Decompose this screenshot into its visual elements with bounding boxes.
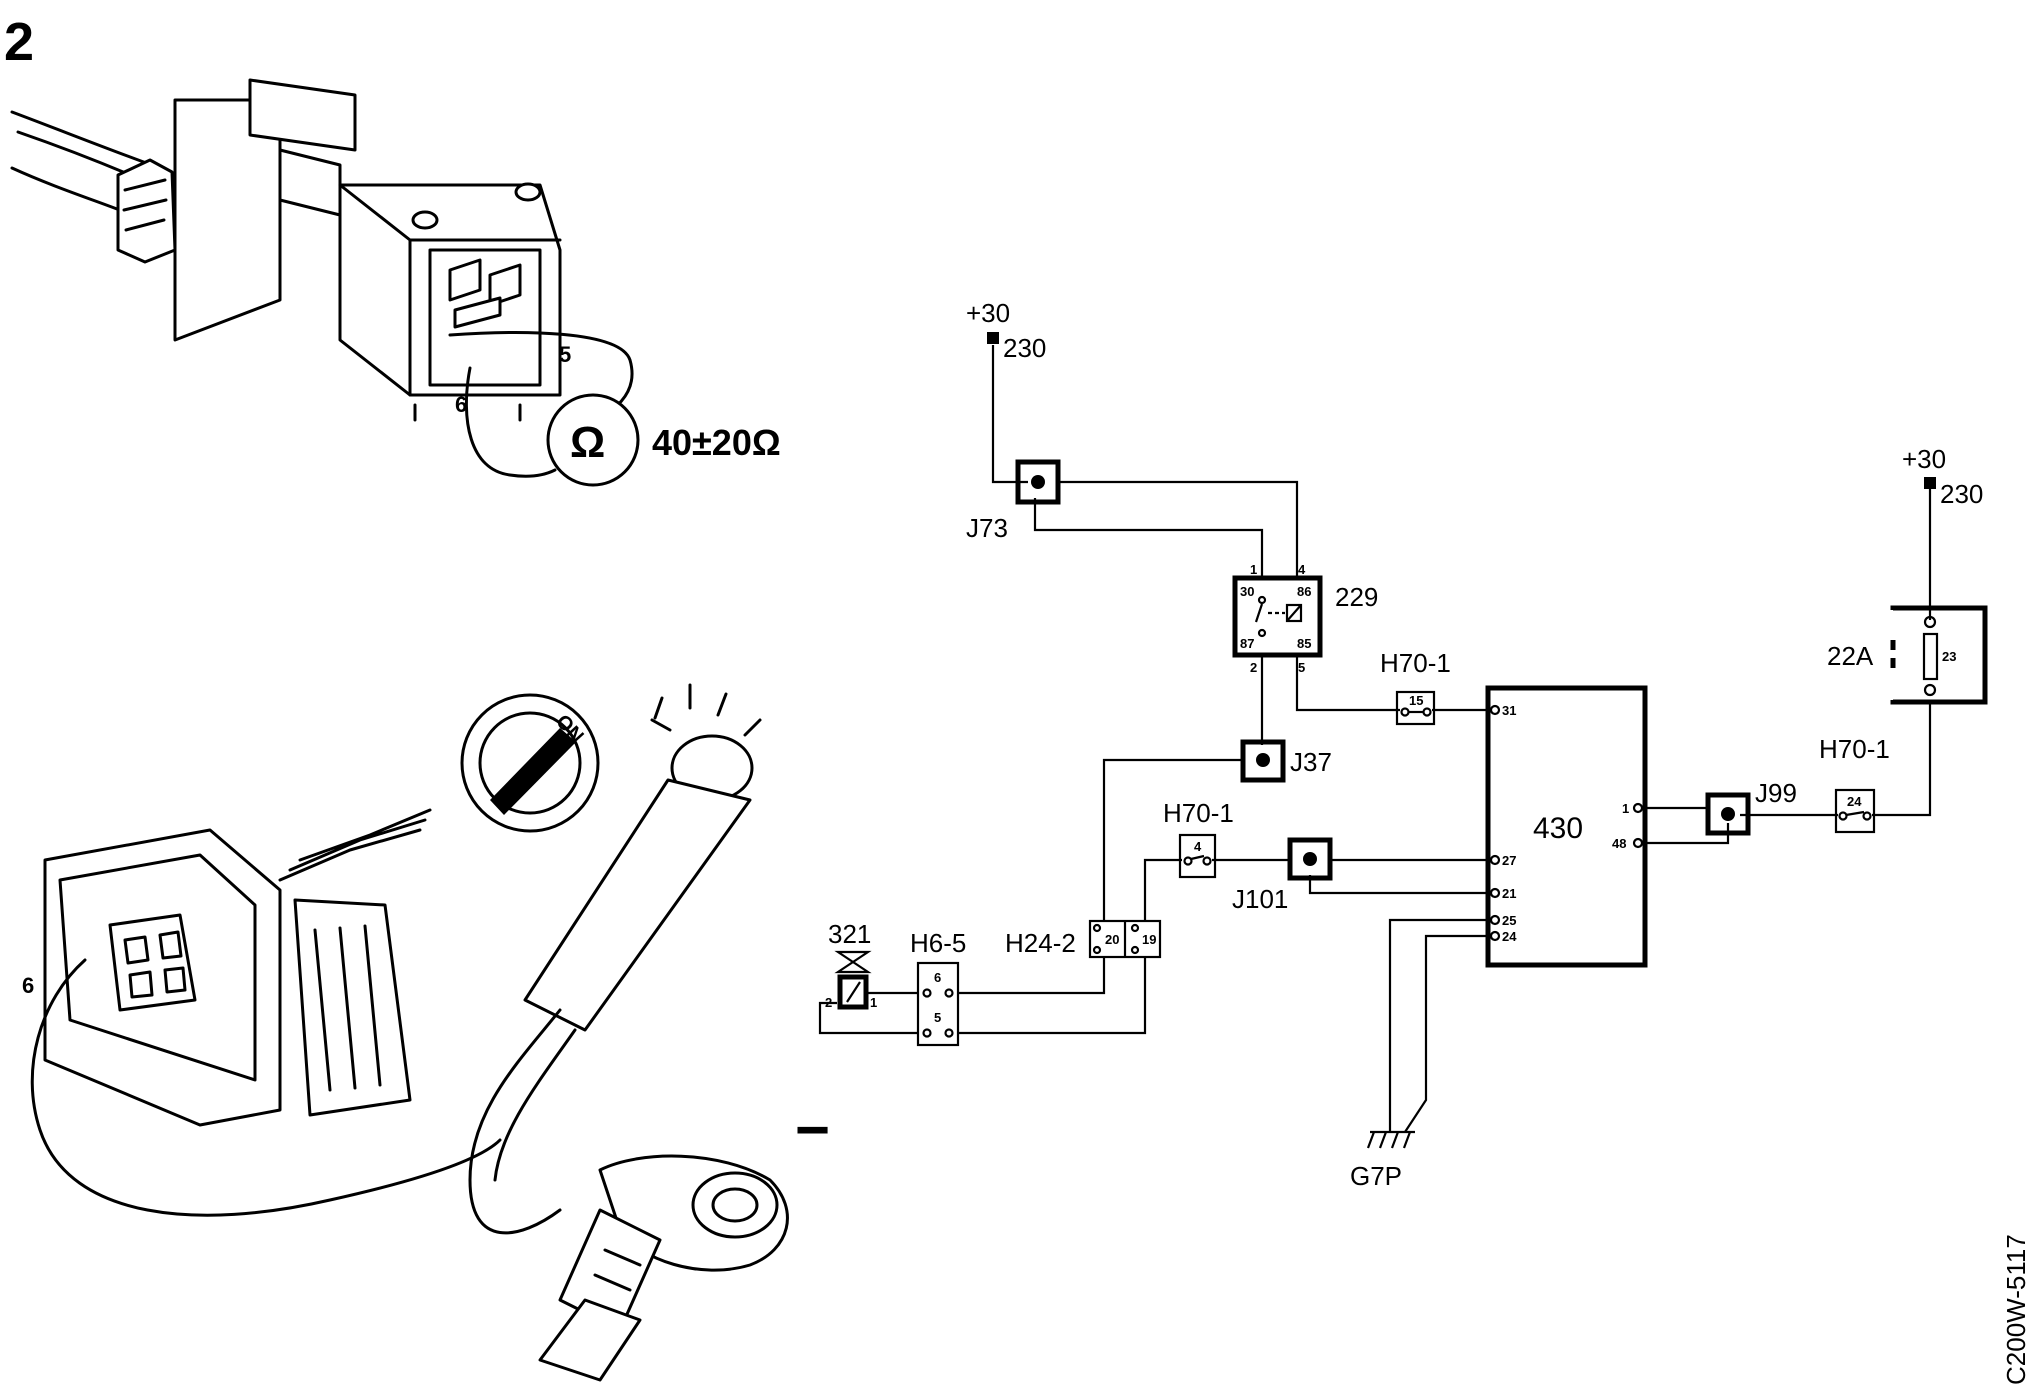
fuse-id: 22A bbox=[1827, 641, 1874, 671]
junction-j73-label: J73 bbox=[966, 513, 1008, 543]
junction-j99-label: J99 bbox=[1755, 778, 1797, 808]
relay-pin-2: 2 bbox=[1250, 660, 1257, 675]
figure-number: 2 bbox=[4, 12, 34, 72]
fuse-22a bbox=[1890, 605, 1988, 705]
supply-terminal-left bbox=[987, 332, 999, 344]
control-unit-pin-48: 48 bbox=[1612, 836, 1626, 851]
connector-h70-1-mid-pin: 4 bbox=[1194, 839, 1202, 854]
junction-j37-label: J37 bbox=[1290, 747, 1332, 777]
junction-j99 bbox=[1705, 792, 1751, 836]
control-unit-pin-1: 1 bbox=[1622, 801, 1629, 816]
ohmmeter-symbol: Ω bbox=[570, 418, 605, 467]
connector-h70-1-pin4 bbox=[1178, 833, 1217, 879]
connector-h70-1-pin24 bbox=[1834, 788, 1876, 834]
test-lamp-icon bbox=[468, 683, 762, 1235]
control-unit-pin-31: 31 bbox=[1502, 703, 1516, 718]
battery-terminal-icon bbox=[538, 1154, 789, 1382]
junction-j73 bbox=[1015, 459, 1061, 505]
connector-h70-1-mid-label: H70-1 bbox=[1163, 798, 1234, 828]
connector-h6-5 bbox=[916, 961, 960, 1047]
relay-terminal-85: 85 bbox=[1297, 636, 1311, 651]
relay-229 bbox=[1232, 575, 1323, 658]
ground-id: G7P bbox=[1350, 1161, 1402, 1191]
connector-h24-2-label: H24-2 bbox=[1005, 928, 1076, 958]
supply-left-voltage: +30 bbox=[966, 298, 1010, 328]
lower-connector-pin-6-label: 6 bbox=[22, 973, 34, 998]
ground-g7p-symbol bbox=[1366, 1130, 1415, 1149]
relay-pin-5: 5 bbox=[1298, 660, 1305, 675]
control-unit-pin-21: 21 bbox=[1502, 886, 1516, 901]
lower-connector-illustration bbox=[30, 808, 502, 1217]
supply-left-circuit: 230 bbox=[1003, 333, 1046, 363]
control-unit-pin-24: 24 bbox=[1502, 929, 1517, 944]
connector-measurement-illustration bbox=[10, 78, 640, 487]
connector-h6-5-label: H6-5 bbox=[910, 928, 966, 958]
resistance-value: 40±20Ω bbox=[652, 422, 781, 463]
fuse-number: 23 bbox=[1942, 649, 1956, 664]
connector-h6-5-pin6: 6 bbox=[934, 970, 941, 985]
connector-h70-1-top-label: H70-1 bbox=[1380, 648, 1451, 678]
junction-j37 bbox=[1240, 739, 1286, 783]
connector-h24-2-pin19: 19 bbox=[1142, 932, 1156, 947]
connector-h70-1-top-pin: 15 bbox=[1409, 693, 1423, 708]
solenoid-id: 321 bbox=[828, 919, 871, 949]
junction-j101-label: J101 bbox=[1232, 884, 1288, 914]
solenoid-pin-2: 2 bbox=[825, 995, 832, 1010]
connector-h70-1-right-pin: 24 bbox=[1847, 794, 1862, 809]
schematic-wires bbox=[818, 345, 1932, 1133]
relay-pin-4: 4 bbox=[1298, 562, 1306, 577]
relay-terminal-30: 30 bbox=[1240, 584, 1254, 599]
reference-code: C200W-5117 bbox=[2001, 1234, 2031, 1385]
supply-right-voltage: +30 bbox=[1902, 444, 1946, 474]
connector-h24-2-pin20: 20 bbox=[1105, 932, 1119, 947]
control-unit-430 bbox=[1485, 685, 1648, 968]
supply-terminal-right bbox=[1924, 477, 1936, 489]
control-unit-pin-25: 25 bbox=[1502, 913, 1516, 928]
solenoid-pin-1: 1 bbox=[870, 995, 877, 1010]
connector-h6-5-pin5: 5 bbox=[934, 1010, 941, 1025]
relay-pin-1: 1 bbox=[1250, 562, 1257, 577]
relay-terminal-87: 87 bbox=[1240, 636, 1254, 651]
connector-h70-1-pin15 bbox=[1395, 690, 1436, 726]
connector-h70-1-right-label: H70-1 bbox=[1819, 734, 1890, 764]
connector-h24-2 bbox=[1088, 919, 1162, 959]
connector-pin-5-label: 5 bbox=[559, 342, 571, 367]
ignition-switch-icon bbox=[460, 693, 600, 833]
junction-j101 bbox=[1287, 837, 1333, 881]
control-unit-pin-27: 27 bbox=[1502, 853, 1516, 868]
connector-pin-6-label: 6 bbox=[455, 392, 467, 417]
relay-terminal-86: 86 bbox=[1297, 584, 1311, 599]
solenoid-valve-321 bbox=[834, 950, 872, 1010]
relay-id: 229 bbox=[1335, 582, 1378, 612]
supply-right-circuit: 230 bbox=[1940, 479, 1983, 509]
minus-sign: − bbox=[795, 1096, 830, 1163]
control-unit-id: 430 bbox=[1533, 812, 1583, 845]
